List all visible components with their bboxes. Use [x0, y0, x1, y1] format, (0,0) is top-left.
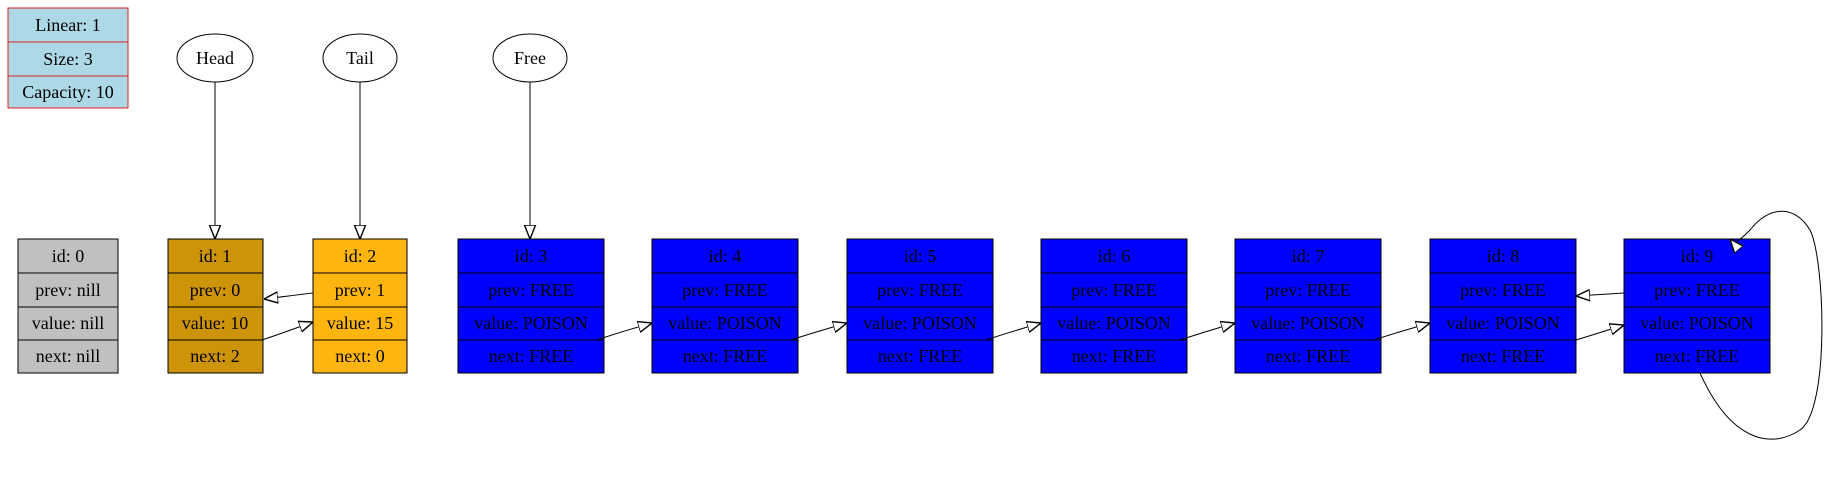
edge-1-next-to-2: [261, 322, 313, 341]
node-2-id: id: 2: [344, 246, 377, 266]
node-0-next-cell: [17, 339, 119, 374]
node-9-value: value: POISON: [1640, 313, 1754, 333]
node-4-value: value: POISON: [668, 313, 782, 333]
node-0: id: 0 prev: nill value: nill next: nill: [17, 238, 119, 374]
info-capacity-text: Capacity: 10: [22, 82, 113, 102]
node-6-next: next: FREE: [1072, 346, 1157, 366]
node-5: id: 5 prev: FREE value: POISON next: FRE…: [846, 238, 994, 374]
node-2: id: 2 prev: 1 value: 15 next: 0: [312, 238, 408, 374]
node-7-next: next: FREE: [1266, 346, 1351, 366]
node-2-id-cell: [312, 238, 408, 274]
node-1-id-cell: [167, 238, 264, 274]
info-row-size: [7, 41, 129, 77]
node-3-value: value: POISON: [474, 313, 588, 333]
node-7-value: value: POISON: [1251, 313, 1365, 333]
node-8-next: next: FREE: [1461, 346, 1546, 366]
node-4-prev: prev: FREE: [682, 280, 768, 300]
node-0-next: next: nill: [36, 346, 101, 366]
edge-9-prev-to-8: [1576, 293, 1625, 296]
pointer-tail: Tail: [322, 33, 398, 239]
edge-2-prev-to-1: [264, 293, 314, 299]
node-8: id: 8 prev: FREE value: POISON next: FRE…: [1429, 238, 1577, 374]
node-9-prev: prev: FREE: [1654, 280, 1740, 300]
node-3: id: 3 prev: FREE value: POISON next: FRE…: [457, 238, 605, 374]
node-8-prev: prev: FREE: [1460, 280, 1546, 300]
pointer-free: Free: [492, 33, 568, 239]
node-6: id: 6 prev: FREE value: POISON next: FRE…: [1040, 238, 1188, 374]
node-2-next-cell: [312, 339, 408, 374]
node-1-prev: prev: 0: [190, 280, 240, 300]
node-1-id: id: 1: [199, 246, 232, 266]
edge-4-next-to-5: [790, 323, 847, 341]
node-9-id: id: 9: [1681, 246, 1714, 266]
info-size-text: Size: 3: [43, 49, 93, 69]
node-5-prev: prev: FREE: [877, 280, 963, 300]
edges: [261, 210, 1823, 440]
node-6-id: id: 6: [1098, 246, 1131, 266]
info-linear-text: Linear: 1: [35, 15, 100, 35]
info-table: Linear: 1 Size: 3 Capacity: 10: [7, 7, 129, 109]
edge-3-next-to-4: [596, 323, 652, 341]
node-0-id-cell: [17, 238, 119, 274]
pointer-head: Head: [176, 33, 254, 239]
node-4-next: next: FREE: [683, 346, 768, 366]
node-6-prev: prev: FREE: [1071, 280, 1157, 300]
node-1-value-cell: [167, 306, 264, 341]
edge-9-self-loop: [1699, 210, 1823, 440]
node-1-value: value: 10: [182, 313, 248, 333]
node-3-prev: prev: FREE: [488, 280, 574, 300]
node-2-value: value: 15: [327, 313, 393, 333]
node-2-prev: prev: 1: [335, 280, 385, 300]
node-4-id: id: 4: [709, 246, 742, 266]
node-0-id: id: 0: [52, 246, 85, 266]
node-9-next: next: FREE: [1655, 346, 1740, 366]
node-8-id: id: 8: [1487, 246, 1520, 266]
node-7: id: 7 prev: FREE value: POISON next: FRE…: [1234, 238, 1382, 374]
node-3-next: next: FREE: [489, 346, 574, 366]
node-1-prev-cell: [167, 272, 264, 308]
node-4: id: 4 prev: FREE value: POISON next: FRE…: [651, 238, 799, 374]
edge-7-next-to-8: [1373, 323, 1430, 341]
node-3-id: id: 3: [515, 246, 548, 266]
edge-5-next-to-6: [985, 323, 1041, 341]
node-5-next: next: FREE: [878, 346, 963, 366]
edge-8-next-to-9: [1575, 325, 1624, 341]
info-row-capacity: [7, 75, 129, 109]
node-1-next: next: 2: [190, 346, 240, 366]
node-5-id: id: 5: [904, 246, 937, 266]
node-0-prev: prev: nill: [35, 280, 101, 300]
node-2-next: next: 0: [335, 346, 385, 366]
node-5-value: value: POISON: [863, 313, 977, 333]
edge-6-next-to-7: [1179, 323, 1235, 341]
head-label: Head: [196, 48, 234, 68]
free-label: Free: [514, 48, 546, 68]
node-6-value: value: POISON: [1057, 313, 1171, 333]
node-1: id: 1 prev: 0 value: 10 next: 2: [167, 238, 264, 374]
node-9: id: 9 prev: FREE value: POISON next: FRE…: [1623, 238, 1771, 374]
node-1-next-cell: [167, 339, 264, 374]
node-8-value: value: POISON: [1446, 313, 1560, 333]
tail-label: Tail: [346, 48, 374, 68]
node-7-prev: prev: FREE: [1265, 280, 1351, 300]
node-0-value: value: nill: [32, 313, 104, 333]
node-7-id: id: 7: [1292, 246, 1325, 266]
info-row-linear: [7, 7, 129, 43]
